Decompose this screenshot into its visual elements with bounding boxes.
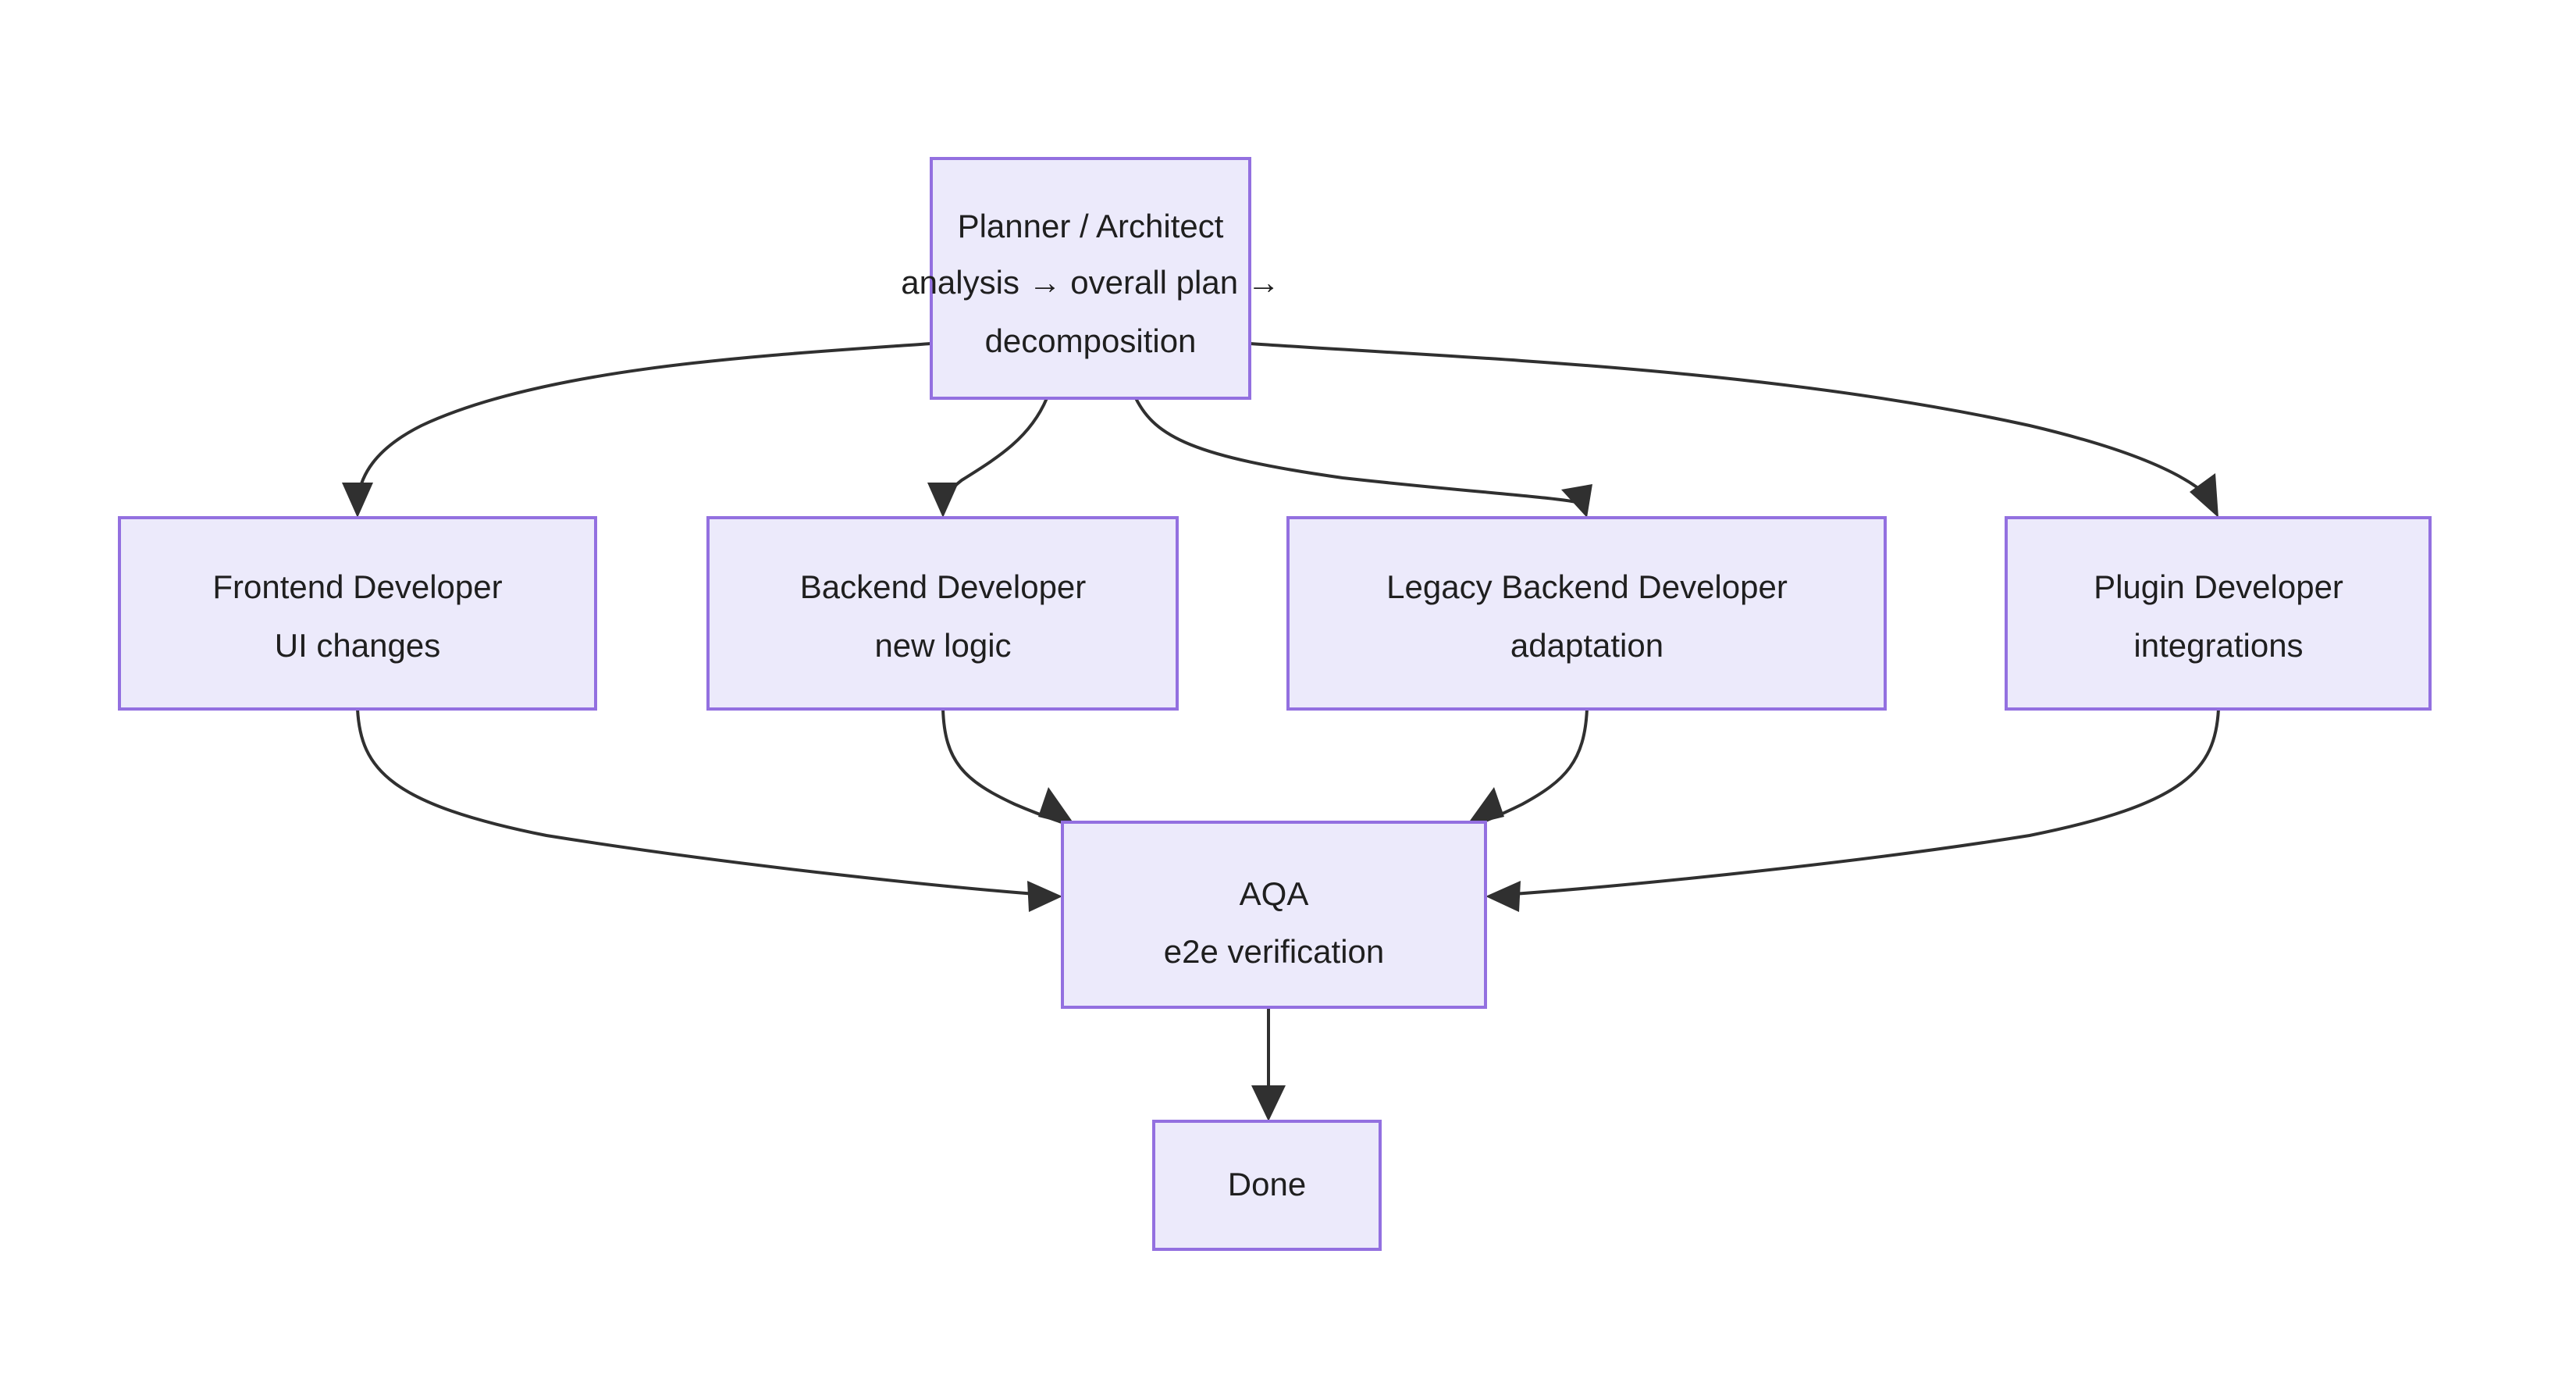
edge-line	[1249, 342, 2217, 505]
edge-planner-to-backend	[927, 397, 1048, 518]
node-done-line-0: Done	[1228, 1166, 1306, 1202]
node-plugin-box[interactable]	[2005, 516, 2432, 711]
edge-backend-to-aqa	[941, 708, 1076, 826]
node-legacy-backend-box[interactable]	[1286, 516, 1887, 711]
arrowhead-icon	[1485, 881, 1521, 912]
node-frontend[interactable]: Frontend Developer UI changes	[118, 516, 597, 711]
node-backend-line-0: Backend Developer	[800, 568, 1087, 605]
node-frontend-line-1: UI changes	[275, 627, 440, 664]
node-backend-box[interactable]	[706, 516, 1179, 711]
edge-plugin-to-aqa	[1485, 708, 2220, 912]
arrowhead-icon	[1027, 881, 1062, 912]
arrowhead-icon	[1466, 787, 1504, 826]
edge-planner-to-legacy	[1134, 397, 1592, 518]
node-done[interactable]: Done	[1152, 1120, 1382, 1251]
node-planner-line-1: analysis → overall plan →	[901, 264, 1280, 301]
edge-planner-to-plugin	[1249, 342, 2218, 518]
arrowhead-icon	[1251, 1085, 1286, 1121]
node-frontend-box[interactable]	[118, 516, 597, 711]
node-frontend-line-0: Frontend Developer	[212, 568, 502, 605]
node-planner[interactable]: Planner / Architect analysis → overall p…	[901, 157, 1280, 400]
edge-line	[1502, 708, 2220, 896]
node-plugin-line-0: Plugin Developer	[2094, 568, 2343, 605]
node-planner-line-0: Planner / Architect	[958, 208, 1224, 244]
node-layer: Planner / Architect analysis → overall p…	[118, 157, 2432, 1251]
node-done-box[interactable]	[1152, 1120, 1382, 1251]
node-aqa-line-1: e2e verification	[1164, 933, 1385, 970]
node-planner-line-2: decomposition	[985, 322, 1197, 359]
node-backend[interactable]: Backend Developer new logic	[706, 516, 1179, 711]
edge-line	[1134, 397, 1585, 505]
edge-line	[356, 708, 1047, 896]
node-plugin-line-1: integrations	[2133, 627, 2303, 664]
edge-layer	[342, 342, 2220, 1121]
edge-line	[356, 342, 932, 504]
node-aqa-line-0: AQA	[1240, 875, 1309, 912]
edge-aqa-to-done	[1251, 1007, 1286, 1121]
edge-legacy-to-aqa	[1466, 708, 1589, 826]
node-aqa[interactable]: AQA e2e verification	[1061, 821, 1487, 1009]
arrowhead-icon	[342, 483, 373, 518]
node-planner-box[interactable]	[930, 157, 1251, 400]
node-plugin[interactable]: Plugin Developer integrations	[2005, 516, 2432, 711]
arrowhead-icon	[2190, 473, 2218, 518]
edge-planner-to-frontend	[342, 342, 932, 518]
arrowhead-icon	[1038, 787, 1076, 826]
arrowhead-icon	[1561, 484, 1592, 518]
node-legacy-backend-line-1: adaptation	[1510, 627, 1663, 664]
node-legacy-backend-line-0: Legacy Backend Developer	[1386, 568, 1788, 605]
edge-frontend-to-aqa	[356, 708, 1062, 912]
node-aqa-box[interactable]	[1061, 821, 1487, 1009]
edge-line	[941, 397, 1048, 504]
node-legacy-backend[interactable]: Legacy Backend Developer adaptation	[1286, 516, 1887, 711]
node-backend-line-1: new logic	[874, 627, 1011, 664]
arrowhead-icon	[927, 483, 959, 518]
